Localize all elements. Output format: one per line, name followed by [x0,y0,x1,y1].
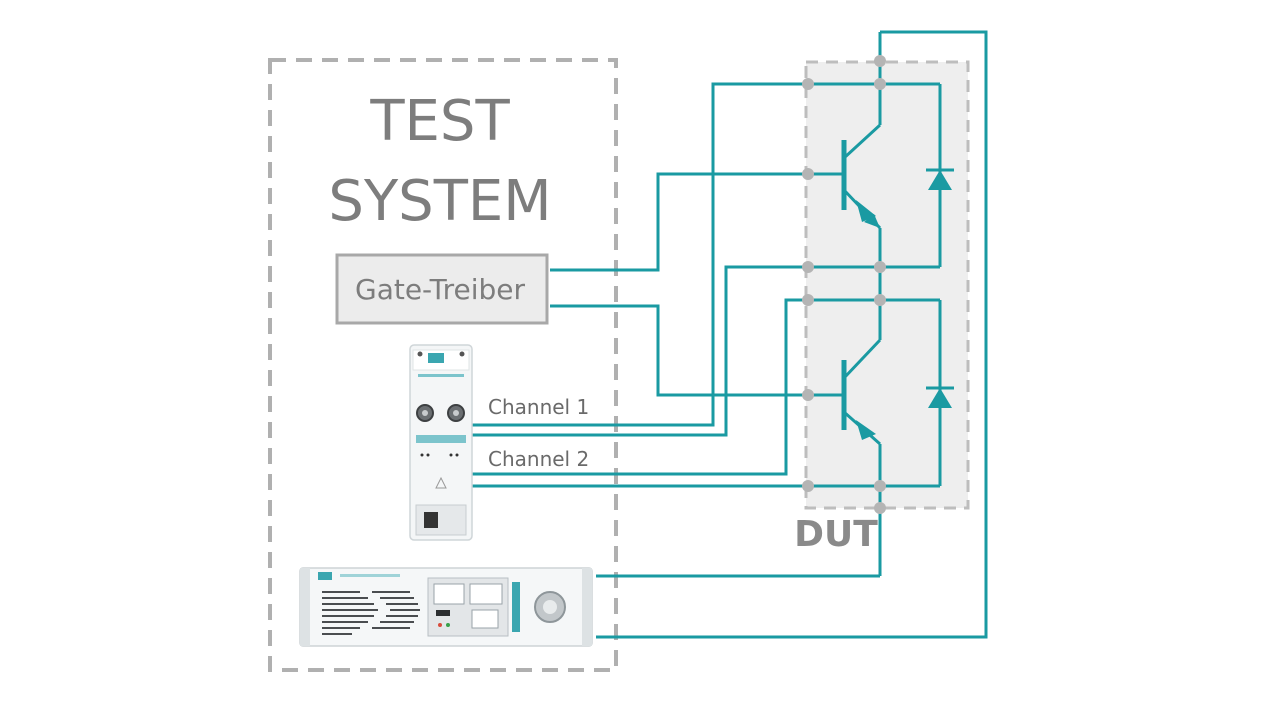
measurement-module-icon [409,344,473,541]
test-system-title-line1: TEST [369,89,510,154]
igbt-transistor-icon [808,123,882,230]
gate-driver-label: Gate-Treiber [355,273,525,306]
igbt-transistor-icon [808,338,882,446]
freewheeling-diode-icon [926,386,954,408]
test-system-title-line2: SYSTEM [328,169,551,234]
rack-power-unit-icon [299,567,593,647]
dut-boundary [804,60,970,510]
test-system-boundary [268,58,618,672]
freewheeling-diode-icon [926,168,954,190]
dut-label: DUT [794,514,878,555]
connection-nodes [802,55,886,514]
channel1-label: Channel 1 [488,395,589,419]
channel2-label: Channel 2 [488,447,589,471]
gate-driver-box: Gate-Treiber [335,253,549,325]
